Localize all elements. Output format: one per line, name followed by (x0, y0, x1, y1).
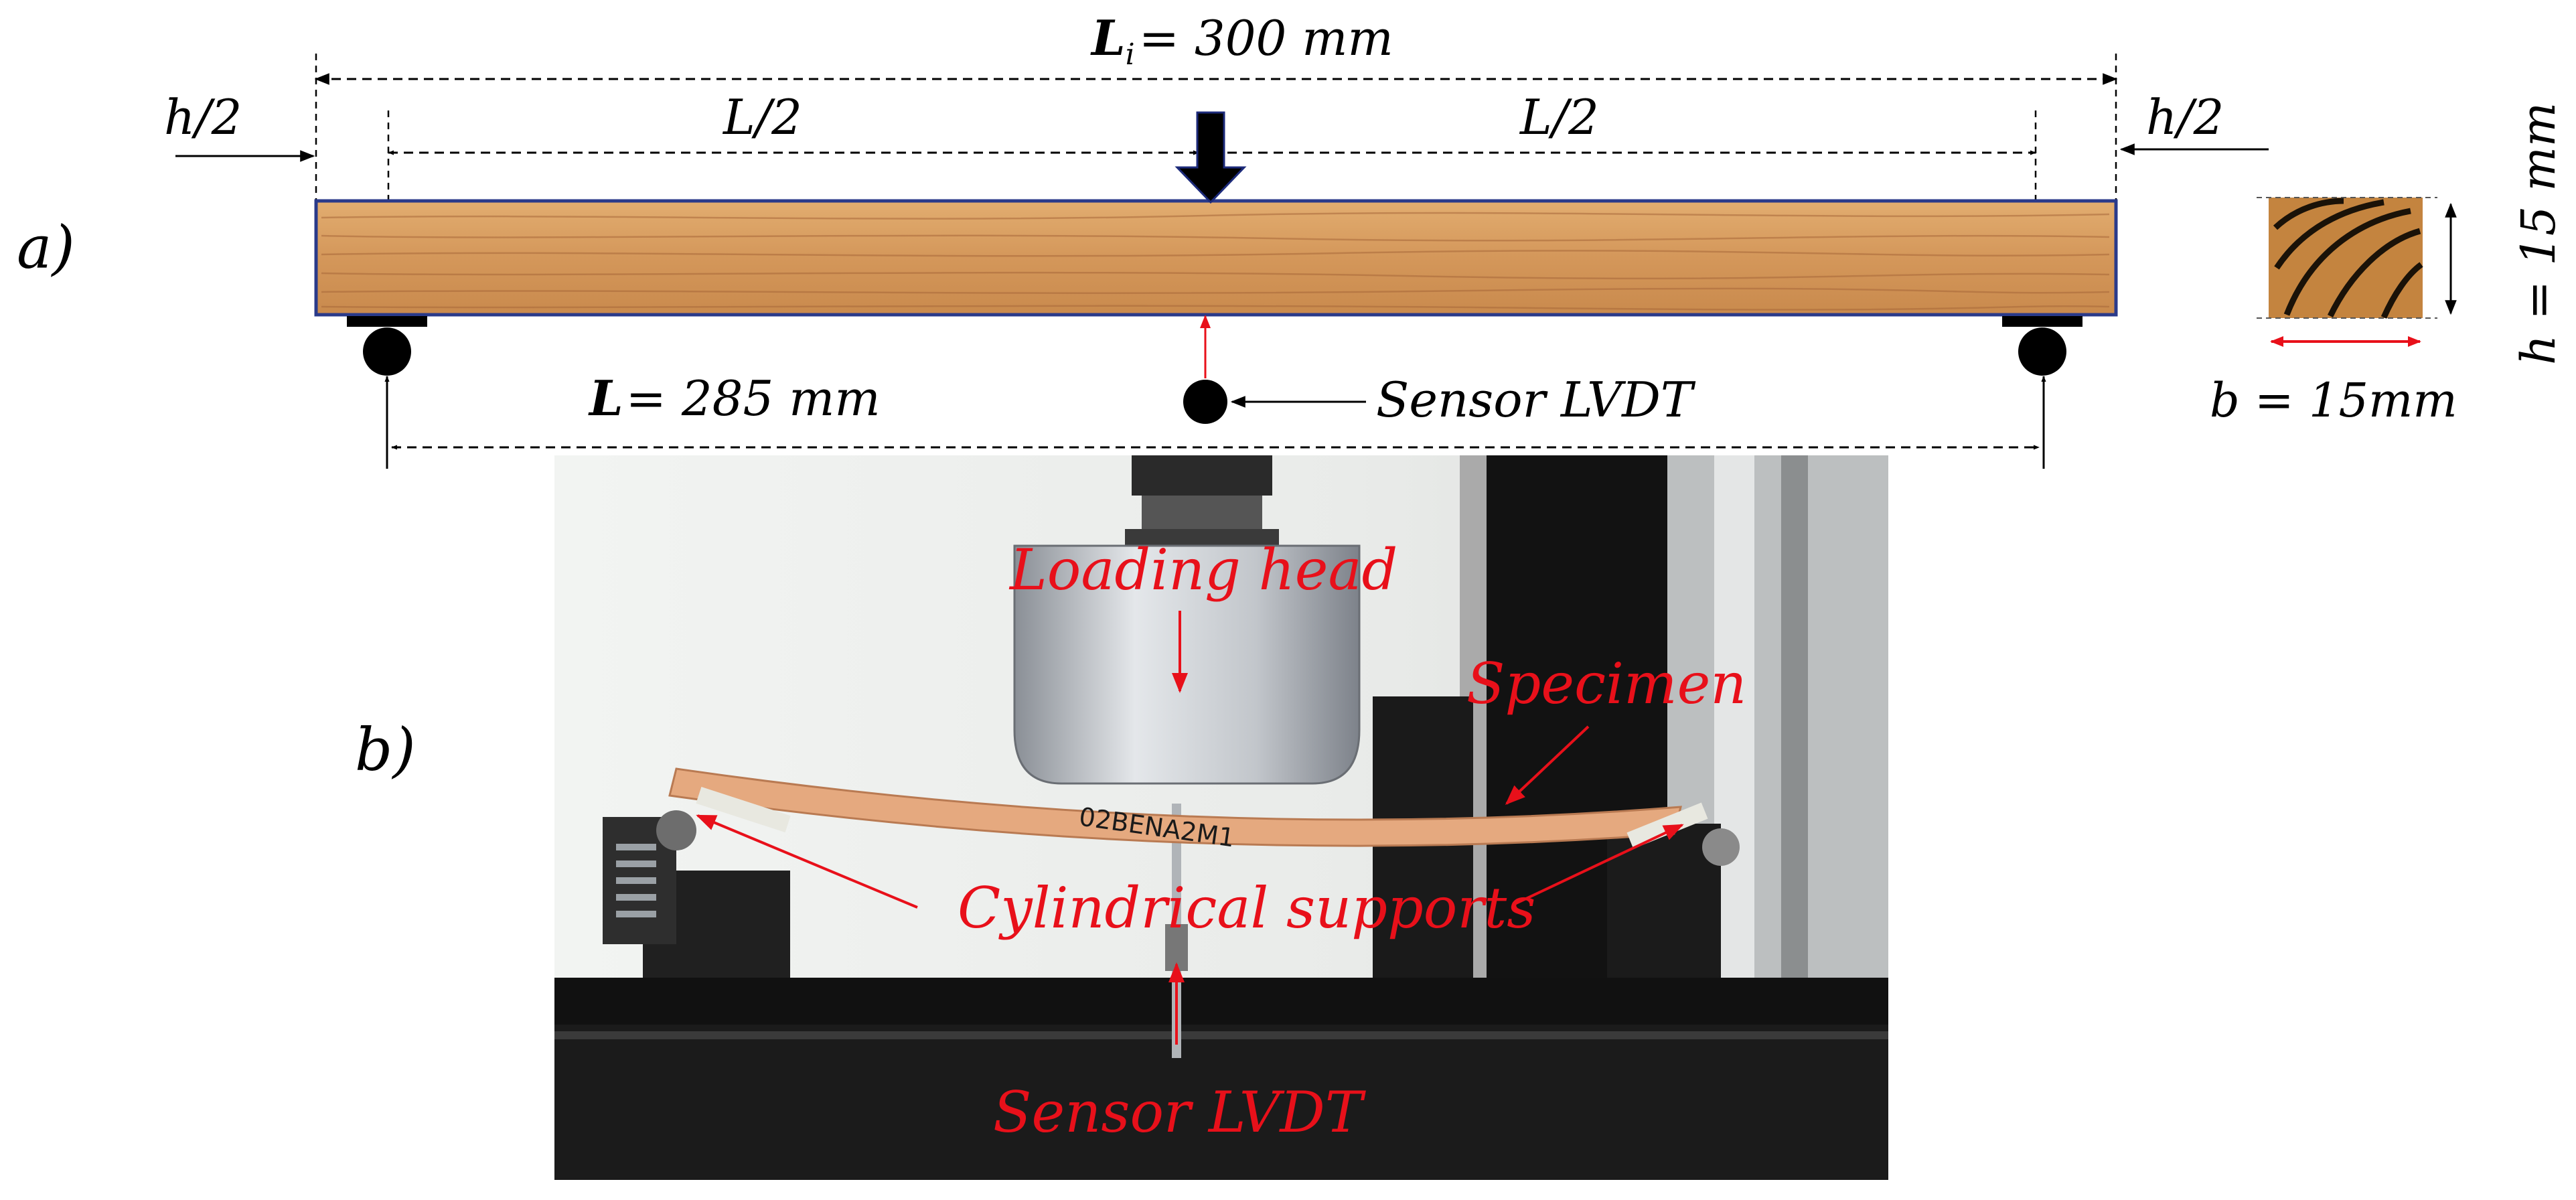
supports-right-arrow (1514, 824, 1684, 905)
lvdt-sensor-icon (1183, 380, 1227, 424)
panel-a-label: a) (17, 213, 75, 282)
span-label: L= 285 mm (588, 370, 881, 427)
load-arrow-icon (1175, 111, 1247, 204)
lvdt-label-b: Sensor LVDT (993, 1079, 1367, 1145)
specimen-arrow (1505, 725, 1590, 806)
test-photo: 02BENA2M1 (554, 455, 1888, 1180)
panel-b: b) (355, 455, 1888, 1180)
total-length-label: Li= 300 mm (1090, 9, 1393, 72)
loading-head-label: Loading head (1008, 537, 1397, 603)
wood-grain (321, 212, 2110, 311)
panel-a: a) Li= 300 mm L/2 L/2 h/2 h/2 (17, 9, 2566, 469)
cross-section-height-label: h = 15 mm (2511, 102, 2566, 365)
half-span-left-label: L/2 (722, 89, 802, 145)
panel-b-label: b) (355, 715, 416, 784)
cross-section-width-label: b = 15mm (2210, 373, 2457, 428)
cross-section (2257, 197, 2457, 347)
half-height-right-label: h/2 (2146, 89, 2224, 145)
half-span-right-label: L/2 (1519, 89, 1599, 145)
left-support-icon (347, 316, 427, 376)
supports-left-arrow (696, 814, 918, 909)
half-height-left-label: h/2 (164, 89, 242, 145)
cylindrical-supports-label: Cylindrical supports (958, 875, 1535, 941)
right-support-icon (2002, 316, 2082, 376)
wood-beam (314, 199, 2118, 317)
specimen-label: Specimen (1466, 651, 1746, 717)
lvdt-label-a: Sensor LVDT (1376, 372, 1696, 428)
